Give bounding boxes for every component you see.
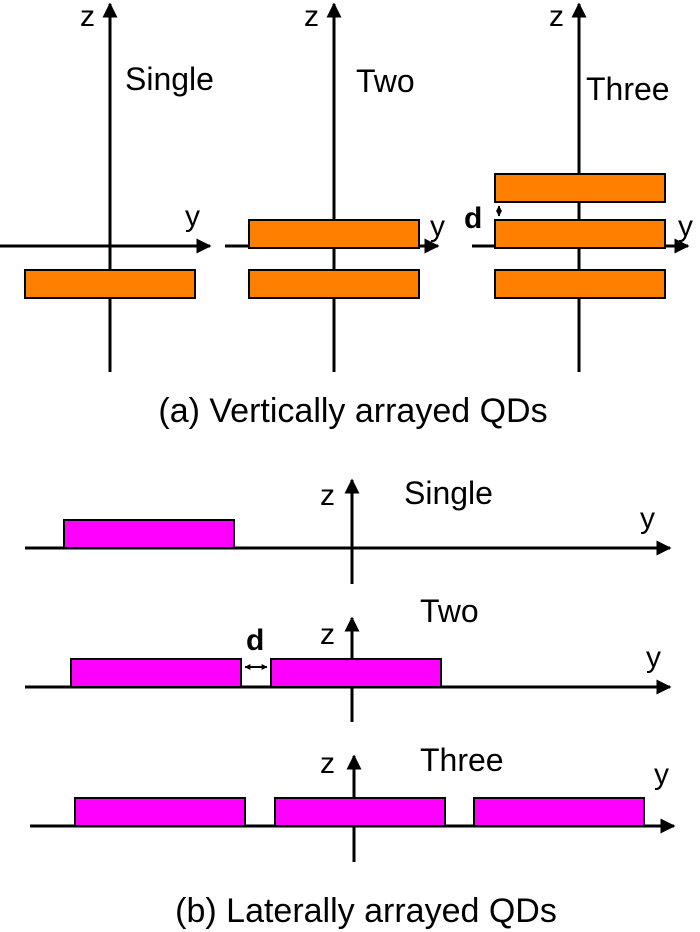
vertical-panel-two: z y Two [225,0,445,372]
quantum-dot [494,219,666,249]
quantum-dot [74,797,246,827]
quantum-dot [270,658,442,688]
quantum-dot [274,797,446,827]
panel-title: Two [356,63,415,99]
z-axis-label: z [80,0,95,33]
lateral-section: z y Single z y Two d z y Three [25,475,676,930]
quantum-dot [63,519,235,549]
section-caption: (b) Laterally arrayed QDs [175,892,557,930]
panel-title: Single [404,475,493,511]
spacing-label: d [246,624,264,657]
lateral-panel-two: z y Two d [25,593,672,722]
quantum-dot [248,269,420,299]
z-axis-label: z [320,747,335,780]
quantum-dot [473,797,645,827]
vertical-section: z y Single z y Two z y Three d [0,0,693,430]
y-axis-label: y [430,210,445,243]
vertical-panel-single: z y Single [0,0,214,372]
y-axis-label: y [678,210,693,243]
quantum-dot [70,658,242,688]
panel-title: Two [420,593,479,629]
lateral-panel-single: z y Single [25,475,672,584]
quantum-dot [494,173,666,203]
y-axis-label: y [654,758,669,791]
panel-title: Three [420,742,504,778]
panel-title: Single [125,61,214,97]
z-axis-label: z [320,479,335,512]
quantum-dot [24,269,196,299]
quantum-dot [248,219,420,249]
y-axis-label: y [646,641,661,674]
quantum-dot [494,269,666,299]
vertical-panel-three: z y Three d [464,0,693,372]
lateral-panel-three: z y Three [30,742,676,862]
section-caption: (a) Vertically arrayed QDs [158,392,547,430]
z-axis-label: z [320,618,335,651]
z-axis-label: z [304,0,319,33]
z-axis-label: z [549,0,564,33]
spacing-label: d [464,202,482,235]
y-axis-label: y [185,200,200,233]
panel-title: Three [586,71,670,107]
y-axis-label: y [640,502,655,535]
